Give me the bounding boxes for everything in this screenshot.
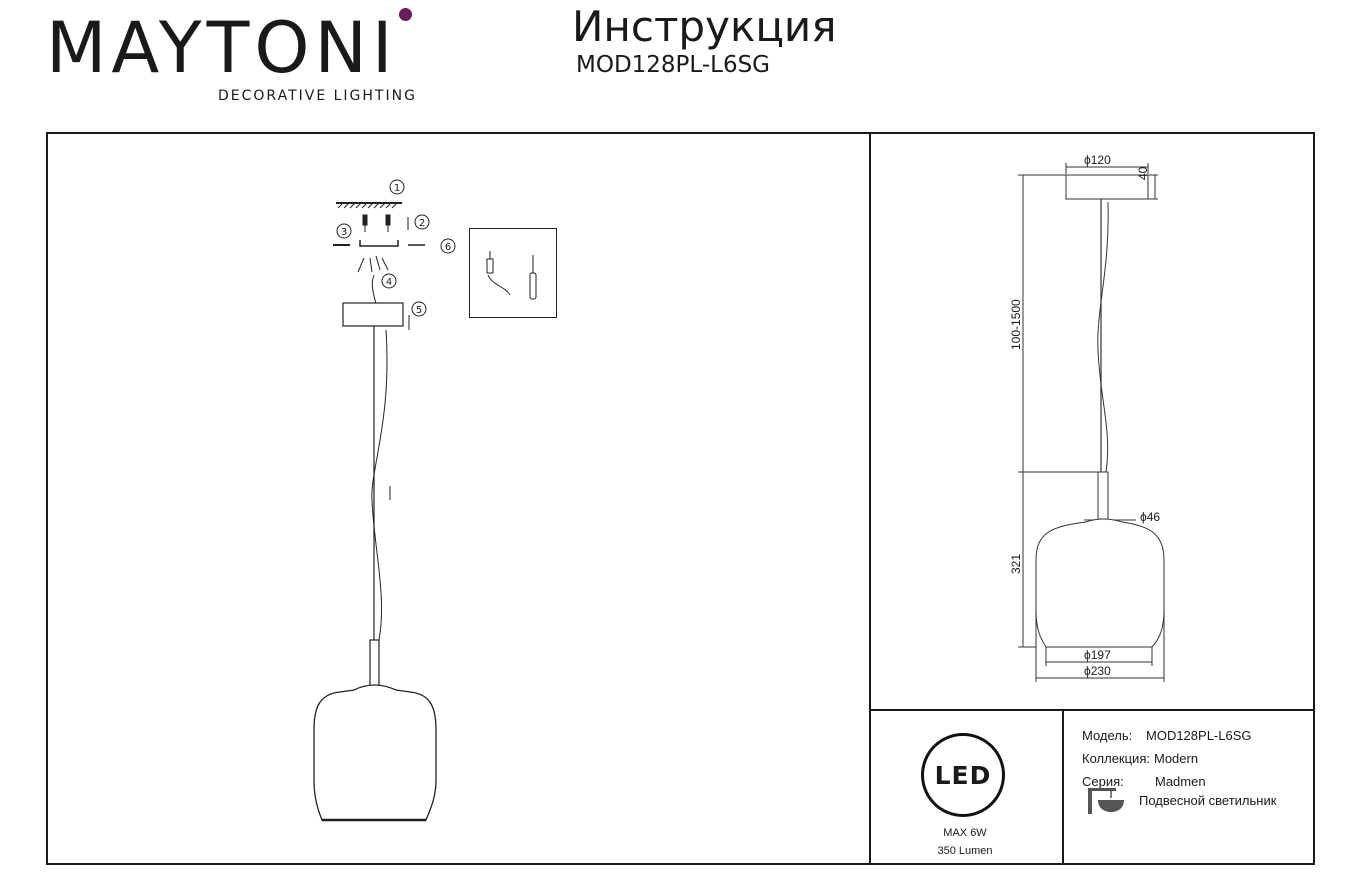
model-code: MOD128PL-L6SG bbox=[576, 52, 771, 78]
dim-canopy-height: 40 bbox=[1136, 166, 1150, 180]
series-label: Серия: bbox=[1082, 774, 1124, 789]
terminal-block-icon bbox=[357, 255, 389, 305]
dim-canopy-diameter: ϕ120 bbox=[1084, 153, 1111, 167]
frame-divider-info bbox=[1062, 709, 1064, 865]
model-value: MOD128PL-L6SG bbox=[1146, 728, 1252, 743]
page-title: Инструкция bbox=[572, 2, 837, 51]
led-badge: LED bbox=[921, 733, 1005, 817]
canopy-outline bbox=[1065, 174, 1149, 200]
glass-shade bbox=[313, 684, 437, 821]
ceiling-hatch bbox=[336, 201, 402, 209]
led-power: MAX 6W bbox=[943, 827, 987, 839]
lamp-holder bbox=[369, 639, 380, 689]
led-badge-label: LED bbox=[934, 760, 992, 790]
brand-tagline: DECORATIVE LIGHTING bbox=[218, 88, 417, 104]
shade-outline bbox=[1035, 518, 1165, 648]
dim-shade-diameter: ϕ230 bbox=[1084, 664, 1111, 678]
callout-4: 4 bbox=[386, 277, 392, 288]
brand-logo: MAYTONI DECORATIVE LIGHTING bbox=[46, 8, 418, 104]
tools-icon bbox=[486, 251, 537, 300]
dim-holder-diameter: ϕ46 bbox=[1140, 510, 1161, 524]
led-lumen: 350 Lumen bbox=[937, 845, 993, 857]
dim-cable-length: 100-1500 bbox=[1009, 299, 1023, 350]
screw-icon bbox=[362, 214, 391, 232]
collection-value: Modern bbox=[1154, 751, 1199, 766]
tools-box bbox=[469, 228, 557, 318]
callout-6: 6 bbox=[445, 242, 451, 253]
model-label: Модель: bbox=[1082, 728, 1133, 743]
brand-name-text: MAYTONI bbox=[46, 7, 398, 89]
callout-2: 2 bbox=[419, 218, 425, 229]
power-cable bbox=[371, 329, 388, 646]
dimension-drawing bbox=[1018, 163, 1165, 682]
collection-label: Коллекция: bbox=[1082, 751, 1150, 766]
lamp-type: Подвесной светильник bbox=[1139, 793, 1277, 808]
installation-diagram: 1 2 3 4 5 6 bbox=[313, 179, 456, 822]
canopy bbox=[342, 302, 404, 327]
callout-1: 1 bbox=[394, 183, 400, 194]
content-frame bbox=[46, 132, 1315, 865]
series-value: Madmen bbox=[1155, 774, 1206, 789]
mounting-bracket bbox=[359, 240, 399, 247]
frame-divider-horizontal bbox=[869, 709, 1315, 711]
pendant-lamp-icon bbox=[1088, 788, 1124, 814]
frame-divider-vertical bbox=[869, 132, 871, 865]
callout-5: 5 bbox=[416, 305, 422, 316]
callout-3: 3 bbox=[341, 227, 347, 238]
dim-shade-inner-diameter: ϕ197 bbox=[1084, 648, 1111, 662]
dim-shade-height: 321 bbox=[1009, 553, 1023, 574]
brand-name: MAYTONI bbox=[46, 8, 397, 88]
brand-logo-dot bbox=[399, 8, 412, 21]
